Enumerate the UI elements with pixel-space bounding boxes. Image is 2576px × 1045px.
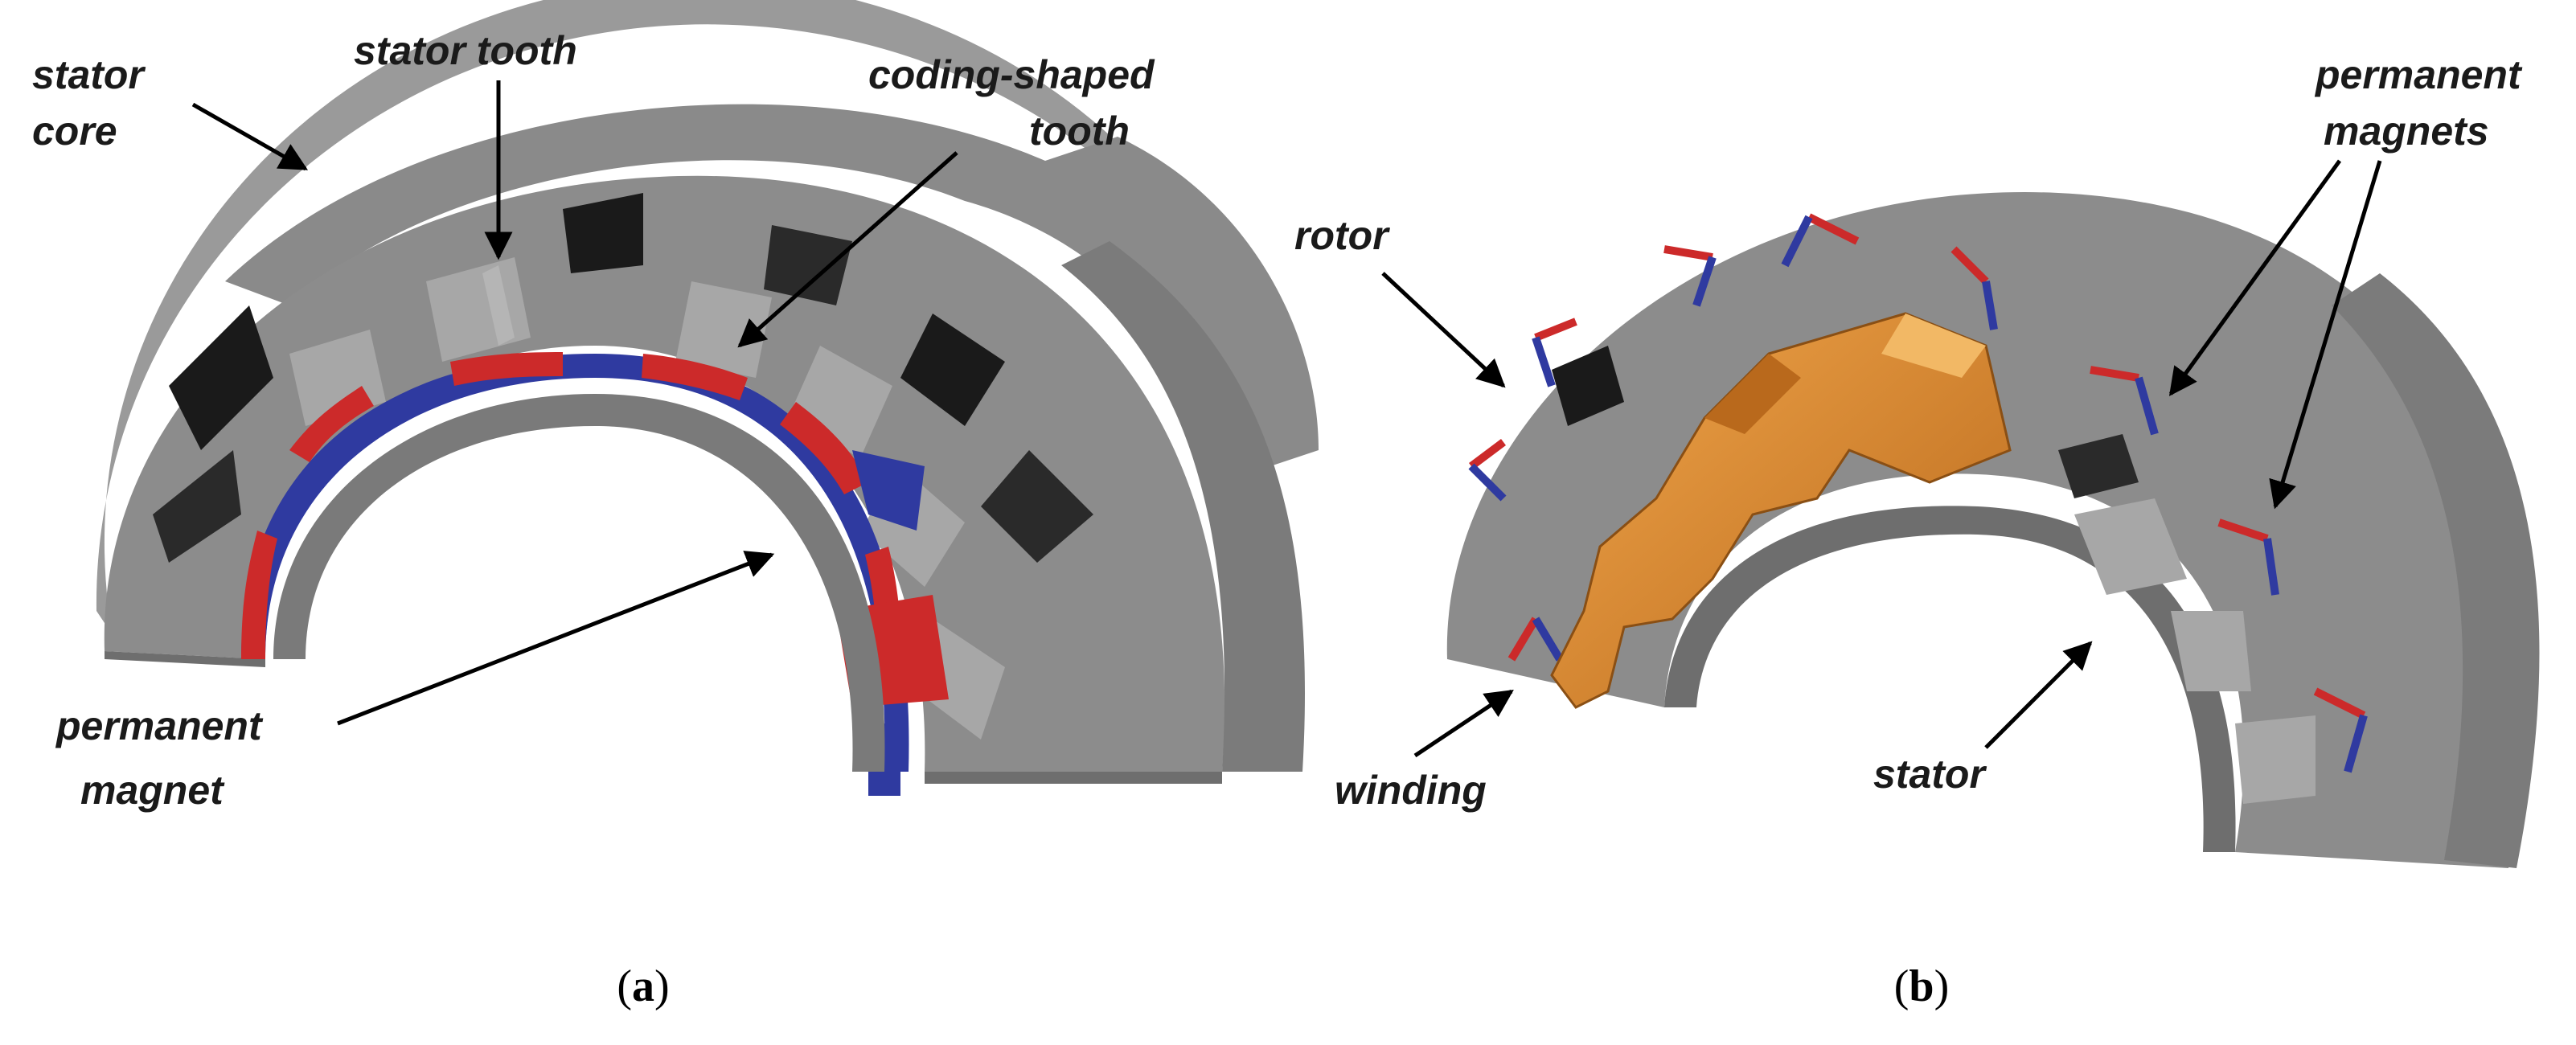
label-winding: winding xyxy=(1335,768,1487,813)
stator-teeth-b xyxy=(1552,346,2316,804)
arrow-permanent-magnet xyxy=(337,551,775,726)
arrow-rotor xyxy=(1381,272,1506,388)
label-stator-tooth: stator tooth xyxy=(354,28,577,73)
caption-b: (b) xyxy=(1894,961,1949,1011)
caption-a: (a) xyxy=(617,961,669,1011)
label-permanent-magnet-1: permanent xyxy=(55,703,264,748)
arrow-stator xyxy=(1984,641,2093,749)
stator-tooth-a xyxy=(482,265,515,346)
rotor-magnets-a xyxy=(241,352,949,796)
label-coding-tooth-2: tooth xyxy=(1029,109,1130,154)
arrow-coding-tooth xyxy=(737,151,958,348)
winding-b xyxy=(1550,312,2012,709)
permanent-magnets-b xyxy=(1468,213,2368,773)
label-permanent-magnets-2: magnets xyxy=(2324,109,2489,154)
stator-b xyxy=(1446,192,2540,868)
arrow-permanent-magnets-1 xyxy=(2168,159,2342,396)
label-stator-core-1: stator xyxy=(32,52,146,97)
label-stator-core-2: core xyxy=(32,109,117,154)
arrow-winding xyxy=(1413,689,1514,758)
label-stator: stator xyxy=(1873,752,1987,797)
label-rotor: rotor xyxy=(1294,213,1390,258)
label-permanent-magnet-2: magnet xyxy=(80,768,225,813)
label-coding-tooth-1: coding-shaped xyxy=(868,52,1155,97)
panel-a: stator core stator tooth coding-shaped t… xyxy=(32,0,1319,1011)
label-permanent-magnets-1: permanent xyxy=(2314,52,2523,97)
arrow-permanent-magnets-2 xyxy=(2269,160,2382,510)
stator-slots-a xyxy=(153,193,1093,563)
arrow-stator-core xyxy=(191,102,309,171)
panel-b: rotor permanent magnets winding stator (… xyxy=(1294,52,2540,1011)
